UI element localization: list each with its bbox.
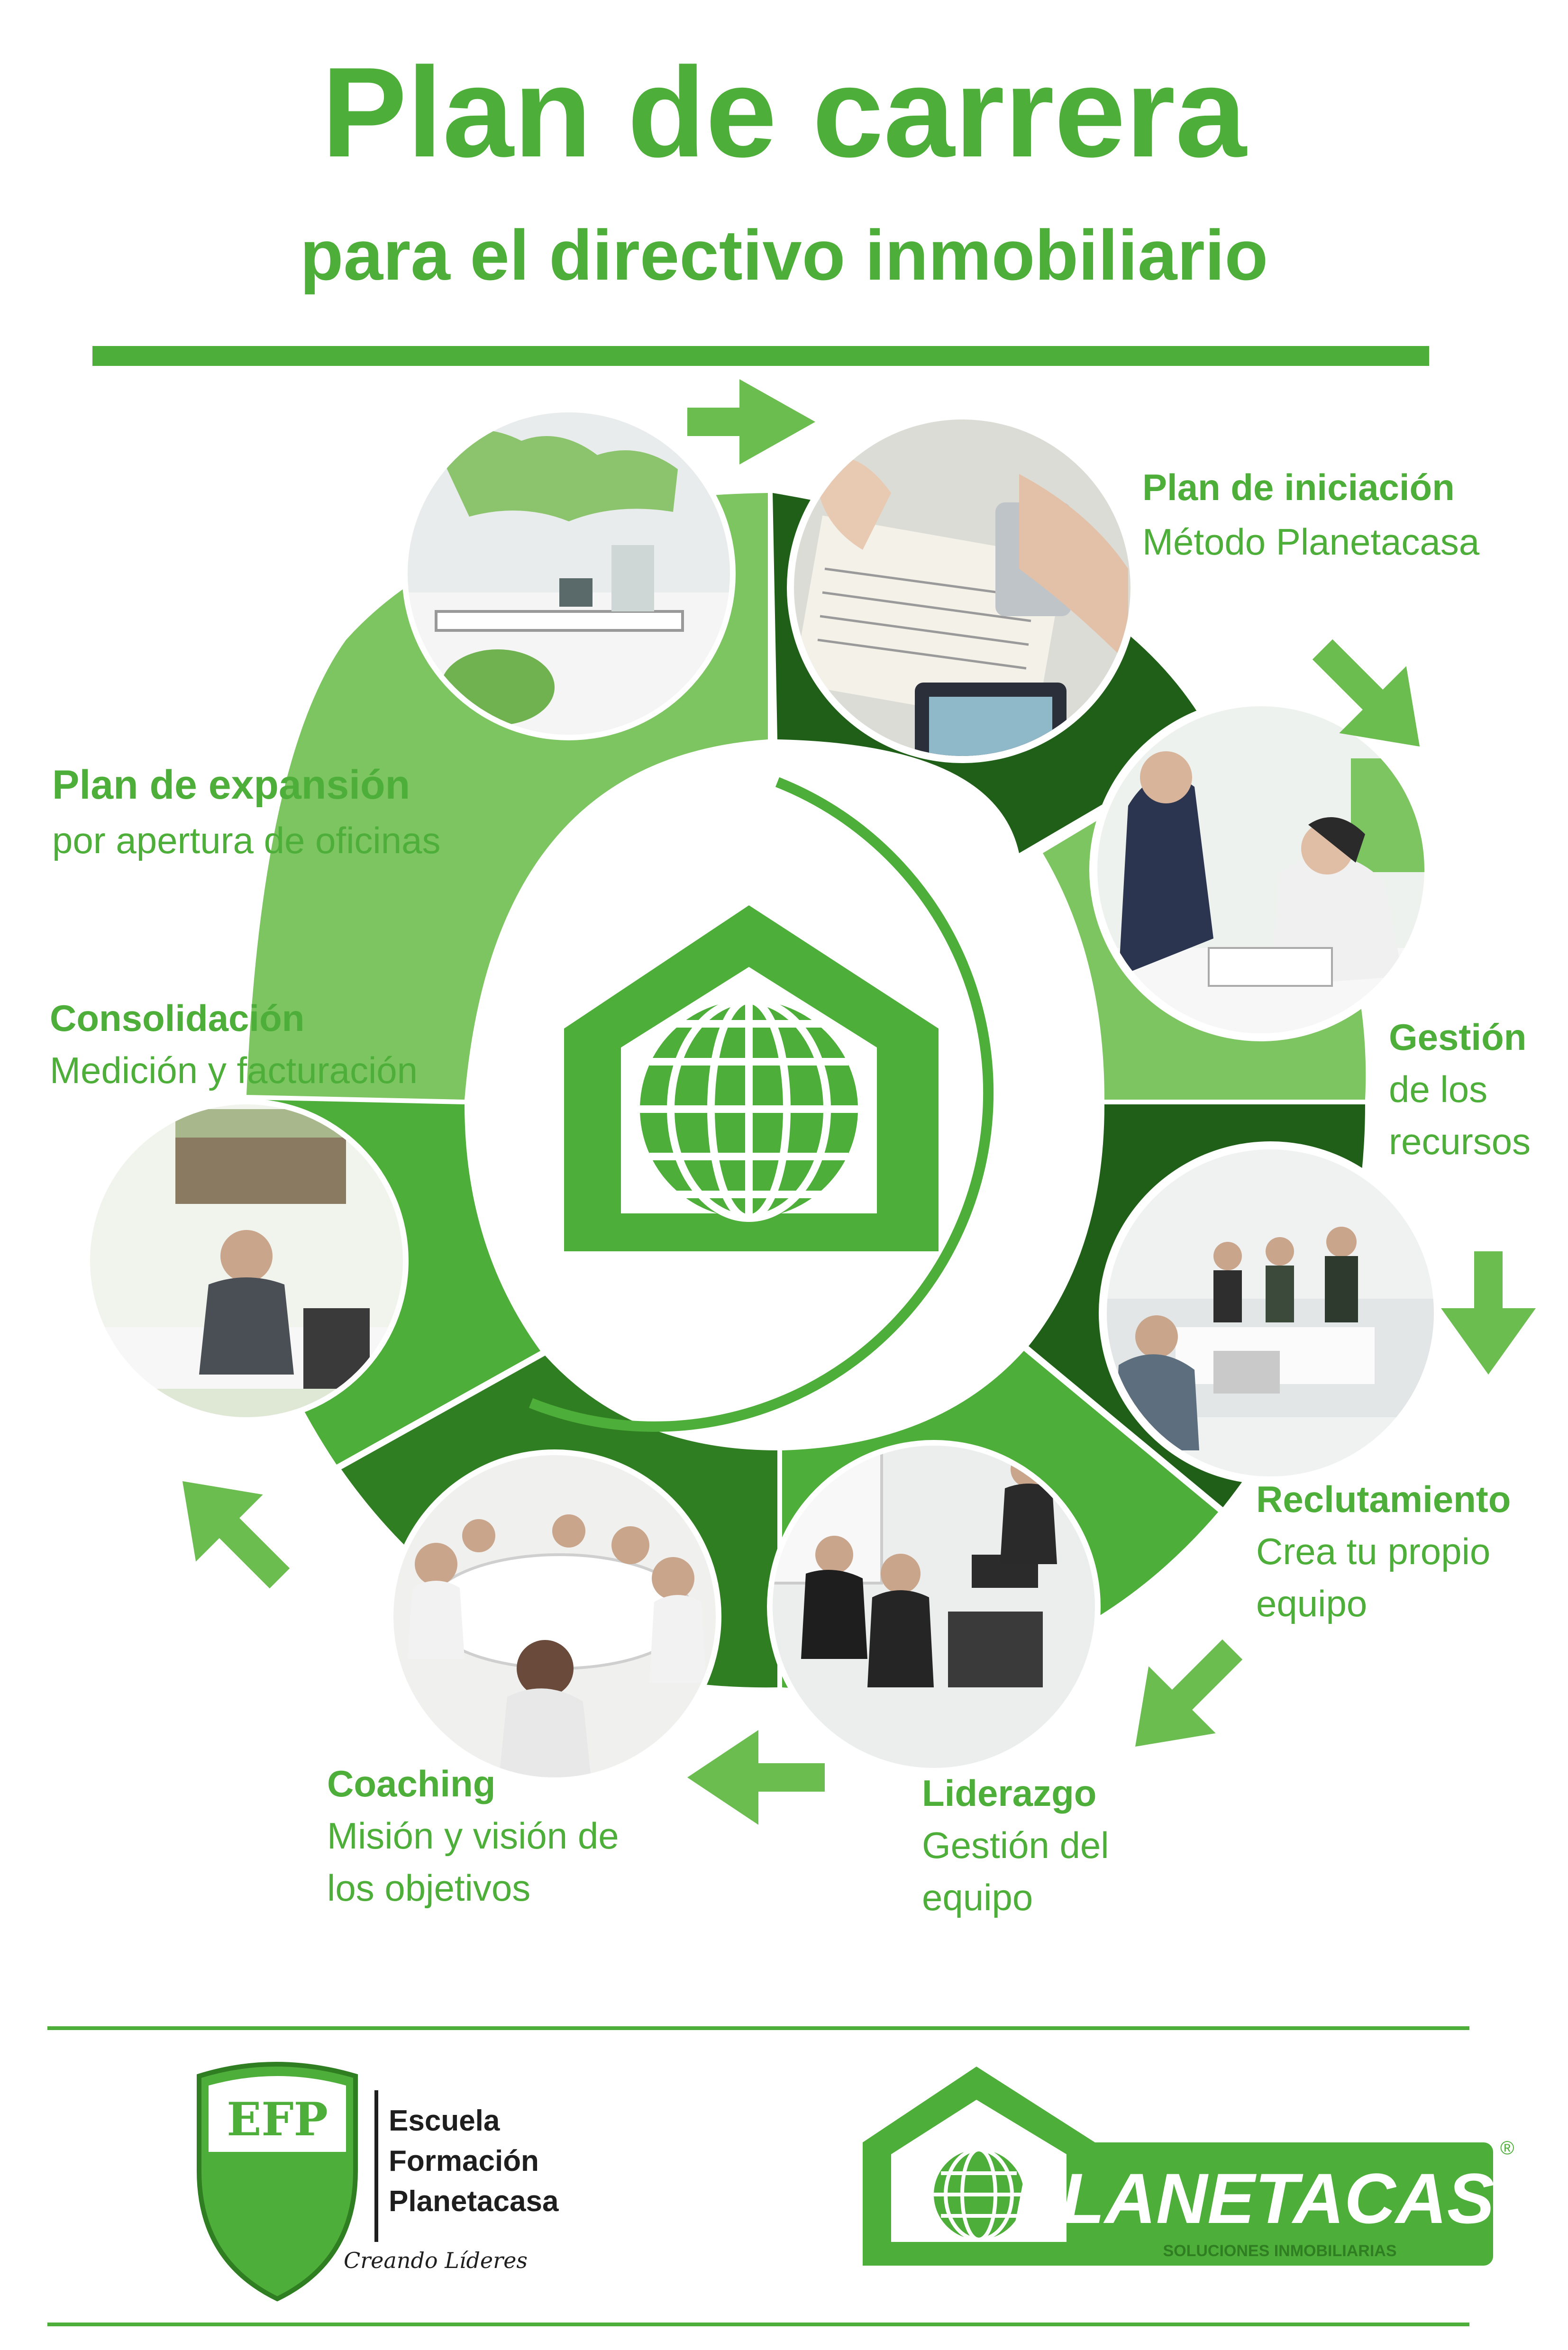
arrow-down-right-icon [1312,639,1420,747]
stage-text-coaching-1: Misión y visión de [327,1815,619,1857]
stage-label-expansion: Plan de expansión por apertura de oficin… [52,762,441,861]
stage-title-reclutamiento: Reclutamiento [1256,1478,1511,1520]
stage-label-liderazgo: Liderazgo Gestión del equipo [922,1772,1109,1918]
inner-arc [529,777,994,1432]
stage-title-liderazgo: Liderazgo [922,1772,1096,1814]
stage-text-liderazgo-2: equipo [922,1876,1033,1918]
arrow-up-left-icon [182,1481,290,1589]
header-divider [92,346,1429,366]
stage-title-gestion: Gestión [1389,1016,1526,1058]
page-title: Plan de carrera [321,41,1247,184]
efp-line-1: Escuela [389,2104,500,2137]
stage-text-gestion-1: de los [1389,1068,1487,1110]
stage-title-consolidacion: Consolidación [50,997,304,1039]
stage-label-coaching: Coaching Misión y visión de los objetivo… [327,1763,619,1909]
efp-shield-text: EFP [227,2093,328,2146]
planetacasa-tagline: SOLUCIONES INMOBILIARIAS [1163,2242,1396,2260]
arrow-left-icon [687,1730,825,1825]
planetacasa-globe-icon [934,2148,1024,2241]
page-subtitle: para el directivo inmobiliario [300,215,1268,295]
new-office-photo [402,407,736,740]
coaching-session-photo [388,1449,721,1783]
stage-text-expansion-1: por apertura de oficinas [52,820,441,861]
planetacasa-registered: ® [1500,2138,1514,2159]
footer-divider-bottom [47,2323,1469,2326]
office-paperwork-photo-image [787,412,1138,763]
stage-text-reclutamiento-1: Crea tu propio [1256,1530,1490,1572]
training-room-photo [767,1440,1101,1774]
stage-label-consolidacion: Consolidación Medición y facturación [50,997,418,1091]
stage-text-liderazgo-1: Gestión del [922,1824,1109,1866]
flow-arrows [182,379,1536,1825]
stage-text-consolidacion-1: Medición y facturación [50,1049,418,1091]
stage-text-reclutamiento-2: equipo [1256,1583,1367,1624]
stage-label-iniciacion: Plan de iniciación Método Planetacasa [1142,466,1480,563]
stage-label-reclutamiento: Reclutamiento Crea tu propio equipo [1256,1478,1511,1624]
house-globe-icon [564,905,939,1251]
stage-title-coaching: Coaching [327,1763,495,1804]
planetacasa-brand: PLANETACASA [1014,2159,1546,2238]
efp-line-3: Planetacasa [389,2185,559,2218]
efp-line-2: Formación [389,2145,539,2177]
stage-text-gestion-2: recursos [1389,1120,1531,1162]
stage-text-coaching-2: los objetivos [327,1867,530,1909]
director-office-photo [84,1099,409,1423]
footer-divider-top [47,2026,1469,2030]
stage-title-expansion: Plan de expansión [52,762,410,808]
efp-logo: EFP Escuela Formación Planetacasa Creand… [197,2062,559,2302]
arrow-right-icon [687,379,815,465]
stage-title-iniciacion: Plan de iniciación [1142,466,1455,508]
efp-slogan: Creando Líderes [344,2248,528,2273]
stage-text-iniciacion-1: Método Planetacasa [1142,521,1480,563]
team-meeting-photo [1099,1141,1442,1485]
arrow-down-icon [1441,1251,1536,1375]
planetacasa-logo: PLANETACASA SOLUCIONES INMOBILIARIAS ® [863,2067,1546,2266]
arrow-down-left-icon [1135,1639,1243,1747]
stage-label-gestion: Gestión de los recursos [1389,1016,1531,1162]
